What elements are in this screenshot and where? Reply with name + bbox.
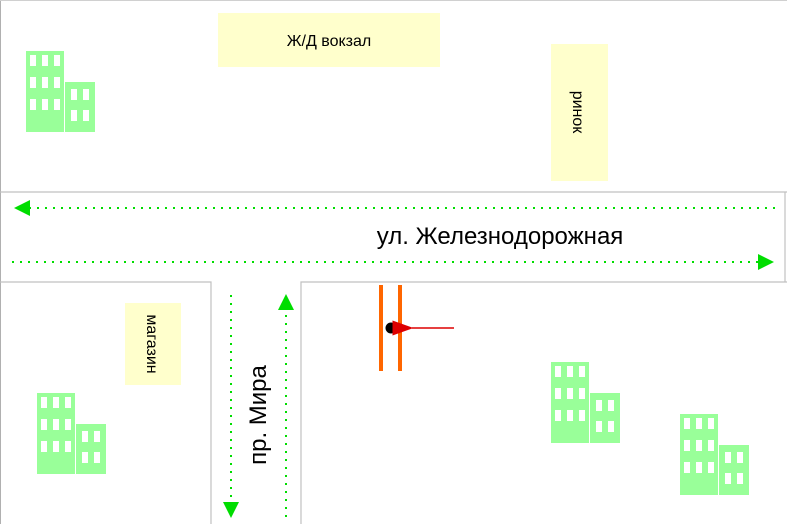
residential-building-icon <box>37 393 106 474</box>
residential-building-icon <box>680 414 749 495</box>
crossing-marker <box>379 285 454 371</box>
road-edges <box>0 191 787 524</box>
street-name-mira: пр. Мира <box>245 364 272 464</box>
residential-building-icon <box>26 51 95 132</box>
location-dot-icon <box>385 322 397 334</box>
station-building: Ж/Д вокзал <box>218 13 440 67</box>
residential-building-icon <box>551 362 620 443</box>
shop-label: магазин <box>143 314 160 373</box>
shop-building: магазин <box>125 303 181 385</box>
station-label: Ж/Д вокзал <box>287 33 371 50</box>
market-building: ринок <box>551 44 608 181</box>
market-label: ринок <box>569 91 586 135</box>
street-name-zheleznodorozhnaya: ул. Железнодорожная <box>377 223 624 250</box>
